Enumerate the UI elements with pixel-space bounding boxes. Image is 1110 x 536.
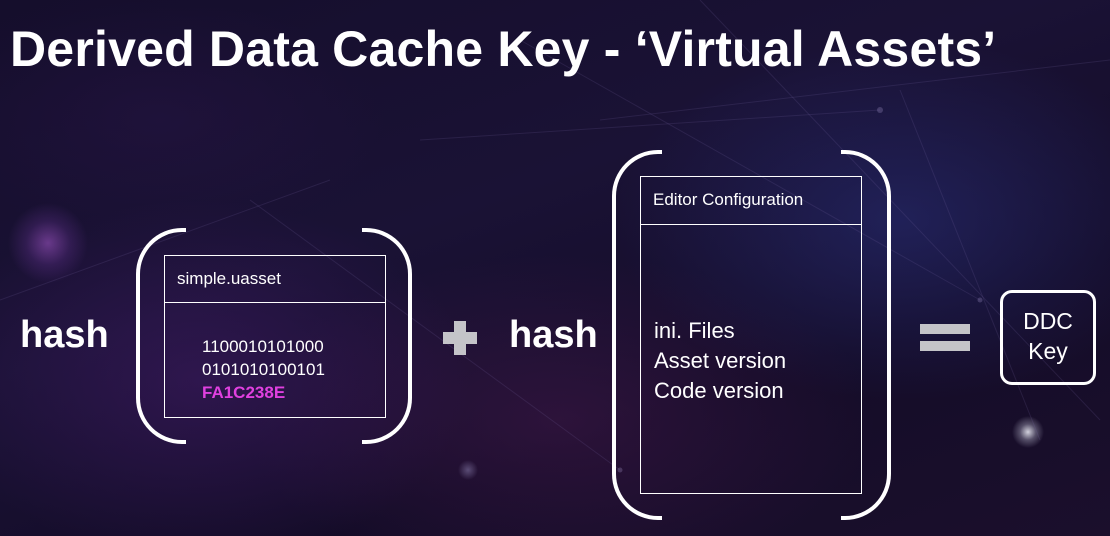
hash-value: FA1C238E	[202, 383, 286, 402]
binary-line: 1100010101000	[202, 337, 324, 356]
uasset-box-header: simple.uasset	[165, 256, 385, 303]
ddc-key-line: DDC	[1023, 308, 1073, 334]
uasset-box: simple.uasset 1100010101000 010101010010…	[164, 255, 386, 418]
editor-config-box-header: Editor Configuration	[641, 177, 861, 225]
config-item: ini. Files	[654, 318, 735, 343]
config-item: Asset version	[654, 348, 787, 373]
uasset-box-title: simple.uasset	[177, 269, 281, 288]
hash-label-right: hash	[509, 314, 598, 356]
ddc-key-line: Key	[1028, 338, 1068, 364]
slide-title: Derived Data Cache Key - ‘Virtual Assets…	[10, 21, 997, 77]
ddc-key-box: DDC Key	[1000, 290, 1096, 385]
config-item: Code version	[654, 378, 784, 403]
editor-config-box-title: Editor Configuration	[653, 190, 804, 209]
editor-config-box: Editor Configuration ini. Files Asset ve…	[640, 176, 862, 494]
hash-label-left: hash	[20, 314, 109, 356]
binary-line: 0101010100101	[202, 360, 325, 379]
